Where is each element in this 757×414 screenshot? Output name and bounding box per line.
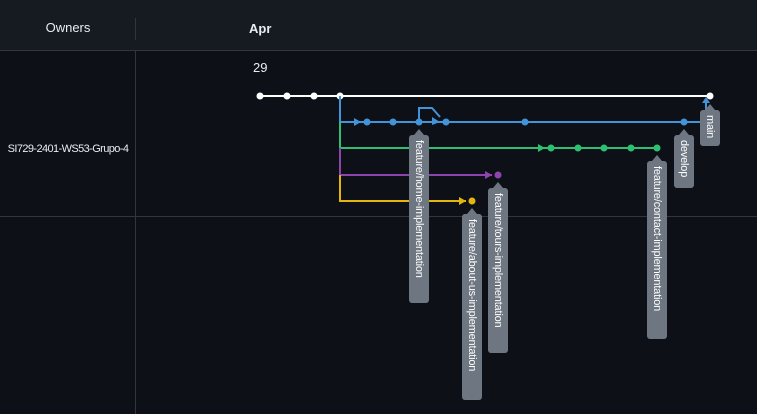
month-label: Apr bbox=[249, 21, 272, 36]
branch-tag-label: feature/about-us-implementation bbox=[466, 219, 478, 372]
row-divider bbox=[0, 216, 757, 217]
feature-tours-commit[interactable] bbox=[494, 171, 502, 179]
feature-about-arrowhead bbox=[459, 197, 466, 205]
header-divider bbox=[135, 18, 136, 40]
repo-name[interactable]: SI729-2401-WS53-Grupo-4 bbox=[7, 143, 129, 155]
branch-tag-feature-about[interactable]: feature/about-us-implementation bbox=[462, 208, 482, 400]
main-commit[interactable] bbox=[283, 92, 291, 100]
branch-tag-feature-contact[interactable]: feature/contact-implementation bbox=[647, 155, 667, 339]
main-commit[interactable] bbox=[256, 92, 264, 100]
branch-tag-feature-home[interactable]: feature/home-implementation bbox=[409, 129, 429, 303]
feature-contact-arrowhead bbox=[538, 144, 545, 152]
tag-pointer bbox=[705, 104, 715, 110]
main-commit[interactable] bbox=[310, 92, 318, 100]
feature-contact-commit[interactable] bbox=[627, 144, 635, 152]
feature-contact-commit[interactable] bbox=[574, 144, 582, 152]
header-bar bbox=[0, 0, 757, 51]
feature-home-arrowhead bbox=[432, 117, 440, 125]
feature-about-line bbox=[339, 175, 466, 202]
develop-arrowhead bbox=[354, 118, 361, 126]
branch-tag-label: develop bbox=[678, 140, 690, 178]
branch-tag-label: feature/home-implementation bbox=[413, 140, 425, 278]
feature-home-commit[interactable] bbox=[415, 118, 423, 126]
develop-branch-line bbox=[339, 96, 684, 123]
branch-tag-label: main bbox=[704, 115, 716, 139]
develop-merge-arrow bbox=[702, 97, 710, 103]
feature-contact-commit[interactable] bbox=[600, 144, 608, 152]
feature-home-line bbox=[418, 107, 441, 122]
develop-commit[interactable] bbox=[521, 118, 529, 126]
feature-about-commit[interactable] bbox=[468, 197, 476, 205]
develop-commit[interactable] bbox=[389, 118, 397, 126]
branch-tag-develop[interactable]: develop bbox=[674, 129, 694, 188]
develop-commit[interactable] bbox=[680, 118, 688, 126]
tag-pointer bbox=[679, 129, 689, 135]
main-commit[interactable] bbox=[706, 92, 714, 100]
branch-tag-label: feature/tours-implementation bbox=[492, 193, 504, 328]
feature-contact-commit[interactable] bbox=[547, 144, 555, 152]
branch-tag-feature-tours[interactable]: feature/tours-implementation bbox=[488, 182, 508, 353]
feature-tours-arrowhead bbox=[485, 171, 492, 179]
feature-contact-line bbox=[339, 122, 657, 149]
owners-column-header[interactable]: Owners bbox=[45, 20, 91, 35]
column-divider bbox=[135, 51, 136, 414]
feature-home-commit[interactable] bbox=[442, 118, 450, 126]
branch-tag-main[interactable]: main bbox=[700, 104, 720, 146]
tag-pointer bbox=[652, 155, 662, 161]
day-label: 29 bbox=[253, 60, 268, 75]
tag-pointer bbox=[493, 182, 503, 188]
tag-pointer bbox=[467, 208, 477, 214]
develop-commit[interactable] bbox=[363, 118, 371, 126]
feature-contact-commit[interactable] bbox=[653, 144, 661, 152]
branch-tag-label: feature/contact-implementation bbox=[651, 166, 663, 312]
tag-pointer bbox=[414, 129, 424, 135]
